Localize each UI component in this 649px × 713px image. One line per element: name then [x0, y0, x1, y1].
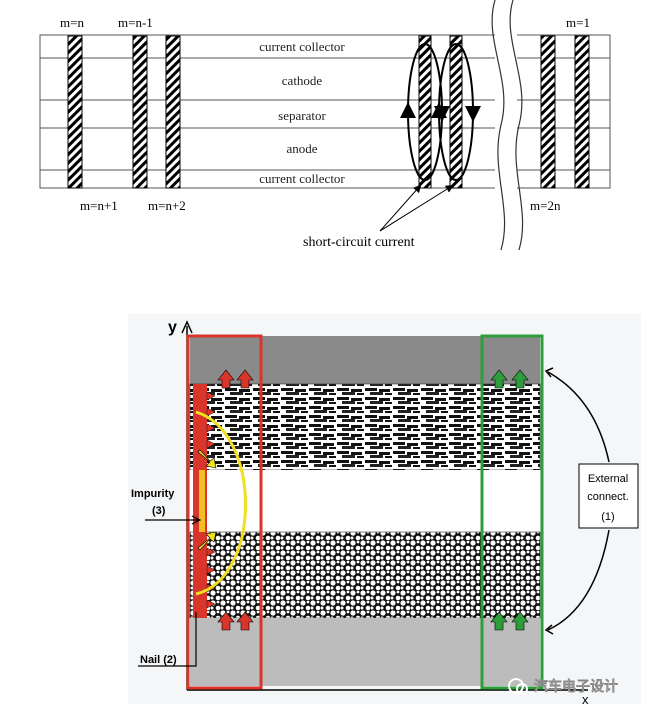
green-arrow-up-icon	[490, 611, 508, 631]
red-arrow-up-icon	[217, 369, 235, 389]
red-arrows-top	[217, 369, 254, 389]
watermark: 汽车电子设计	[508, 678, 618, 695]
external-label-2: connect.	[587, 491, 629, 503]
red-arrow-up-icon	[217, 611, 235, 631]
axis-break	[491, 0, 524, 251]
impurity-core	[199, 470, 205, 532]
column-m-2n	[540, 35, 556, 189]
column-m-n-plus-2	[165, 35, 181, 189]
impurity-label-1: Impurity	[131, 488, 175, 500]
anode-band	[189, 531, 541, 619]
label-short-circuit-current: short-circuit current	[303, 235, 415, 250]
green-arrow-up-icon	[490, 369, 508, 389]
impurity-label-2: (3)	[152, 505, 166, 517]
label-m-n: m=n	[60, 15, 84, 30]
column-short-2	[449, 35, 463, 189]
label-pointers	[379, 184, 454, 232]
green-region-frame	[480, 334, 544, 690]
y-axis-label: y	[168, 319, 177, 336]
red-arrow-up-icon	[236, 369, 254, 389]
nail-label: Nail (2)	[140, 654, 177, 666]
yellow-arrows	[197, 449, 217, 551]
column-m-n-minus-1	[132, 35, 148, 189]
top-diagram: current collector cathode separator anod…	[39, 0, 611, 251]
layer-label-anode: anode	[286, 141, 317, 156]
yellow-arrow-icon	[197, 449, 217, 469]
wechat-icon	[508, 678, 524, 694]
impurity-current-arc	[195, 410, 247, 596]
layer-label-separator: separator	[278, 108, 326, 123]
watermark-text: 汽车电子设计	[534, 678, 618, 694]
column-m-1	[574, 35, 590, 189]
label-m-n-plus-1: m=n+1	[80, 198, 118, 213]
external-label-1: External	[588, 473, 628, 485]
label-m-n-plus-2: m=n+2	[148, 198, 186, 213]
layer-label-current-collector-top: current collector	[259, 39, 345, 54]
cathode-band	[189, 383, 541, 471]
label-m-2n: m=2n	[530, 198, 561, 213]
layer-current-collector-bottom	[39, 169, 611, 189]
column-m-n	[67, 35, 83, 189]
layer-label-current-collector-bottom: current collector	[259, 171, 345, 186]
external-label-3: (1)	[601, 511, 614, 523]
external-connection-box	[578, 463, 639, 529]
layer-label-cathode: cathode	[282, 73, 323, 88]
red-region-frame	[186, 334, 263, 690]
nail-callout: Nail (2)	[138, 612, 197, 667]
green-arrows	[490, 369, 529, 631]
external-connection-callout: External connect. (1)	[544, 367, 639, 635]
hatched-columns	[67, 35, 590, 189]
red-arrows-bottom	[217, 611, 254, 631]
green-arrow-up-icon	[511, 611, 529, 631]
red-arrow-up-icon	[236, 611, 254, 631]
impurity-callout: Impurity (3)	[131, 488, 202, 525]
yellow-arrow-icon	[197, 531, 217, 551]
column-short-1	[418, 35, 432, 189]
layer-cathode	[39, 57, 611, 101]
label-m-1: m=1	[566, 15, 590, 30]
bottom-diagram: y x	[128, 314, 641, 707]
x-axis-label: x	[582, 692, 589, 707]
green-arrow-up-icon	[511, 369, 529, 389]
short-circuit-loops	[400, 43, 481, 181]
label-m-n-minus-1: m=n-1	[118, 15, 153, 30]
layer-anode	[39, 127, 611, 171]
